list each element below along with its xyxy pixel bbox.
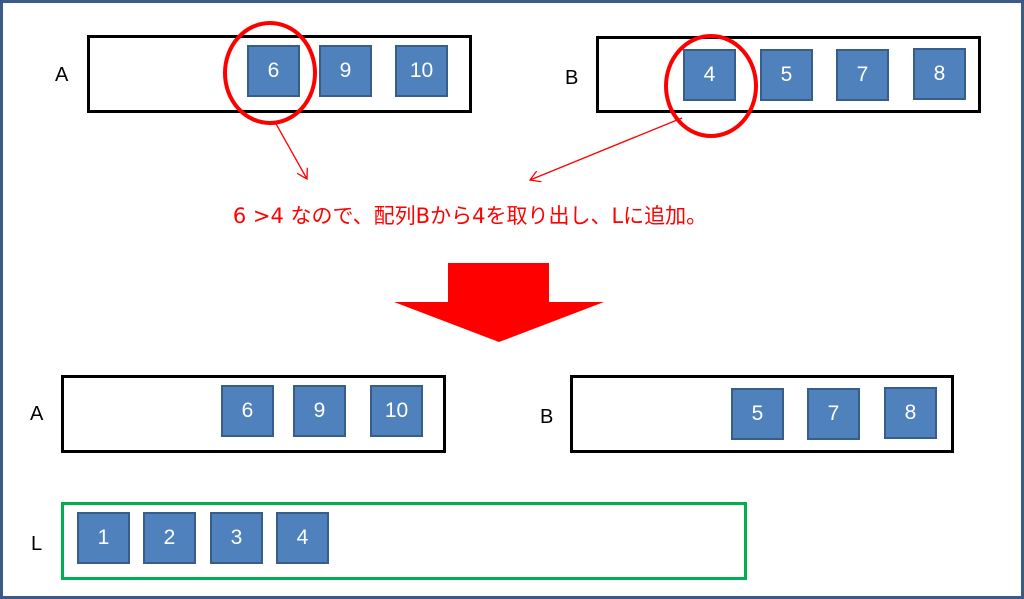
array-l-cell: 1 xyxy=(77,512,130,564)
array-b-cell-after: 5 xyxy=(731,388,784,440)
array-b-label-before: B xyxy=(565,67,579,89)
array-b-cell-before: 7 xyxy=(836,49,889,101)
array-a-cell-after: 9 xyxy=(293,385,346,437)
array-b-cell-before: 5 xyxy=(760,49,813,101)
array-l-cell: 3 xyxy=(210,512,263,564)
array-a-cell-before: 10 xyxy=(395,45,448,97)
array-a-cell-after: 10 xyxy=(370,385,423,437)
array-a-cell-before: 6 xyxy=(247,45,300,97)
array-b-cell-before: 4 xyxy=(683,49,736,101)
array-b-label-after: B xyxy=(540,406,554,428)
array-a-label-before: A xyxy=(55,64,69,86)
array-l-label: L xyxy=(31,533,43,555)
array-b-cell-after: 8 xyxy=(884,387,937,439)
array-b-cell-before: 8 xyxy=(913,48,966,100)
array-a-cell-after: 6 xyxy=(221,385,274,437)
array-l-cell: 2 xyxy=(143,512,196,564)
array-l-cell: 4 xyxy=(276,512,329,564)
array-b-cell-after: 7 xyxy=(807,388,860,440)
explanation-text: 6 >4 なので、配列Bから4を取り出し、Lに追加。 xyxy=(232,204,708,228)
array-a-cell-before: 9 xyxy=(319,45,372,97)
array-a-label-after: A xyxy=(30,403,44,425)
